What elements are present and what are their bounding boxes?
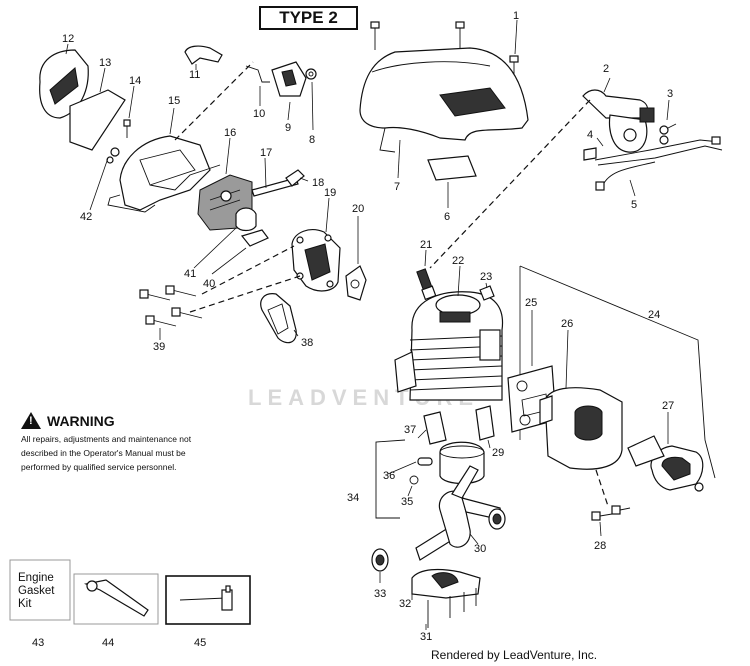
warning-heading: ! WARNING	[21, 412, 231, 429]
callout-23: 23	[480, 271, 492, 283]
warning-notice: ! WARNING All repairs, adjustments and m…	[21, 412, 231, 474]
callout-36: 36	[383, 470, 395, 482]
callout-5: 5	[631, 199, 637, 211]
muffler	[539, 329, 623, 470]
callout-12: 12	[62, 33, 74, 45]
callout-43: 43	[32, 637, 44, 649]
carb-gasket	[211, 229, 269, 275]
air-filter-cover	[39, 43, 89, 119]
warning-heading-text: WARNING	[47, 412, 115, 429]
callout-4: 4	[587, 129, 593, 141]
air-filter	[69, 67, 126, 151]
air-box-assembly	[89, 107, 221, 213]
callout-3: 3	[667, 88, 673, 100]
kit-label-line: Gasket	[18, 585, 55, 597]
callout-17: 17	[260, 147, 272, 159]
spark-plug	[416, 249, 437, 301]
cylinder-cover	[359, 47, 529, 179]
callout-29: 29	[492, 447, 504, 459]
footer-credit: Rendered by LeadVenture, Inc.	[431, 648, 598, 662]
callout-32: 32	[399, 598, 411, 610]
callout-44: 44	[102, 637, 114, 649]
impulse-line	[251, 157, 299, 197]
cylinder-clip	[479, 282, 495, 301]
callout-38: 38	[301, 337, 313, 349]
tool-box-45	[165, 575, 251, 625]
manifold-bolts	[139, 285, 203, 340]
callout-39: 39	[153, 341, 165, 353]
spark-arrestor-cover	[627, 412, 704, 492]
callout-31: 31	[420, 631, 432, 643]
callout-26: 26	[561, 318, 573, 330]
piston-pin	[387, 457, 433, 475]
kit-label-line: Engine	[18, 572, 54, 584]
callout-10: 10	[253, 108, 265, 120]
callout-30: 30	[474, 543, 486, 555]
throttle-rod	[245, 65, 270, 106]
filter-screw	[123, 85, 135, 138]
callout-14: 14	[129, 75, 141, 87]
warning-body: All repairs, adjustments and maintenance…	[21, 432, 231, 474]
ignition-module	[582, 77, 723, 197]
crankcase	[411, 568, 481, 600]
warning-line: described in the Operator's Manual must …	[21, 448, 186, 458]
callout-15: 15	[168, 95, 180, 107]
intake-boot	[193, 207, 257, 269]
callout-11: 11	[189, 69, 200, 81]
bearing-bracket-34	[375, 439, 406, 519]
callout-34: 34	[347, 492, 359, 504]
callout-45: 45	[194, 637, 206, 649]
callout-1: 1	[513, 10, 519, 22]
intake-manifold	[291, 197, 341, 292]
cylinder-gasket	[345, 216, 367, 301]
callout-25: 25	[525, 297, 537, 309]
callout-20: 20	[352, 203, 364, 215]
grommet	[305, 68, 317, 131]
callout-22: 22	[452, 255, 464, 267]
callout-40: 40	[203, 278, 215, 290]
kit-label-line: Kit	[18, 598, 32, 610]
callout-35: 35	[401, 496, 413, 508]
switch-bracket	[271, 61, 307, 121]
callout-labels: 1 2 3 4 5 6 7 8 9 10 11 12 13 14 15 16 1…	[32, 10, 674, 649]
cylinder	[394, 265, 504, 401]
callout-8: 8	[309, 134, 315, 146]
warning-line: performed by qualified service personnel…	[21, 462, 177, 472]
callout-2: 2	[603, 63, 609, 75]
tool-box-44	[73, 573, 159, 625]
callout-42: 42	[80, 211, 92, 223]
callout-33: 33	[374, 588, 386, 600]
gasket-kit-label: Engine Gasket Kit	[18, 572, 54, 611]
callout-18: 18	[312, 177, 324, 189]
cover-gasket	[427, 155, 477, 208]
manifold-gasket	[260, 293, 299, 344]
connecting-rod-bearing	[423, 405, 495, 449]
callout-37: 37	[404, 424, 416, 436]
crankcase-screws	[425, 588, 477, 630]
callout-41: 41	[184, 268, 196, 280]
choke-lever	[184, 45, 223, 70]
crankshaft	[415, 465, 503, 561]
callout-21: 21	[420, 239, 432, 251]
callout-24: 24	[648, 309, 660, 321]
diagram-title: TYPE 2	[259, 6, 358, 30]
callout-9: 9	[285, 122, 291, 134]
crank-bearing-right	[488, 508, 506, 530]
warning-triangle-icon: !	[21, 412, 41, 429]
gasket-kit-box	[9, 559, 71, 621]
callout-27: 27	[662, 400, 674, 412]
warning-line: All repairs, adjustments and maintenance…	[21, 434, 192, 444]
callout-28: 28	[594, 540, 606, 552]
callout-19: 19	[324, 187, 336, 199]
piston-pin-retainer	[407, 475, 419, 497]
muffler-bolts	[591, 505, 631, 537]
fuel-fitting	[285, 169, 309, 187]
crank-bearing-left	[371, 548, 389, 583]
callout-13: 13	[99, 57, 111, 69]
callout-16: 16	[224, 127, 236, 139]
callout-6: 6	[444, 211, 450, 223]
callout-7: 7	[394, 181, 400, 193]
